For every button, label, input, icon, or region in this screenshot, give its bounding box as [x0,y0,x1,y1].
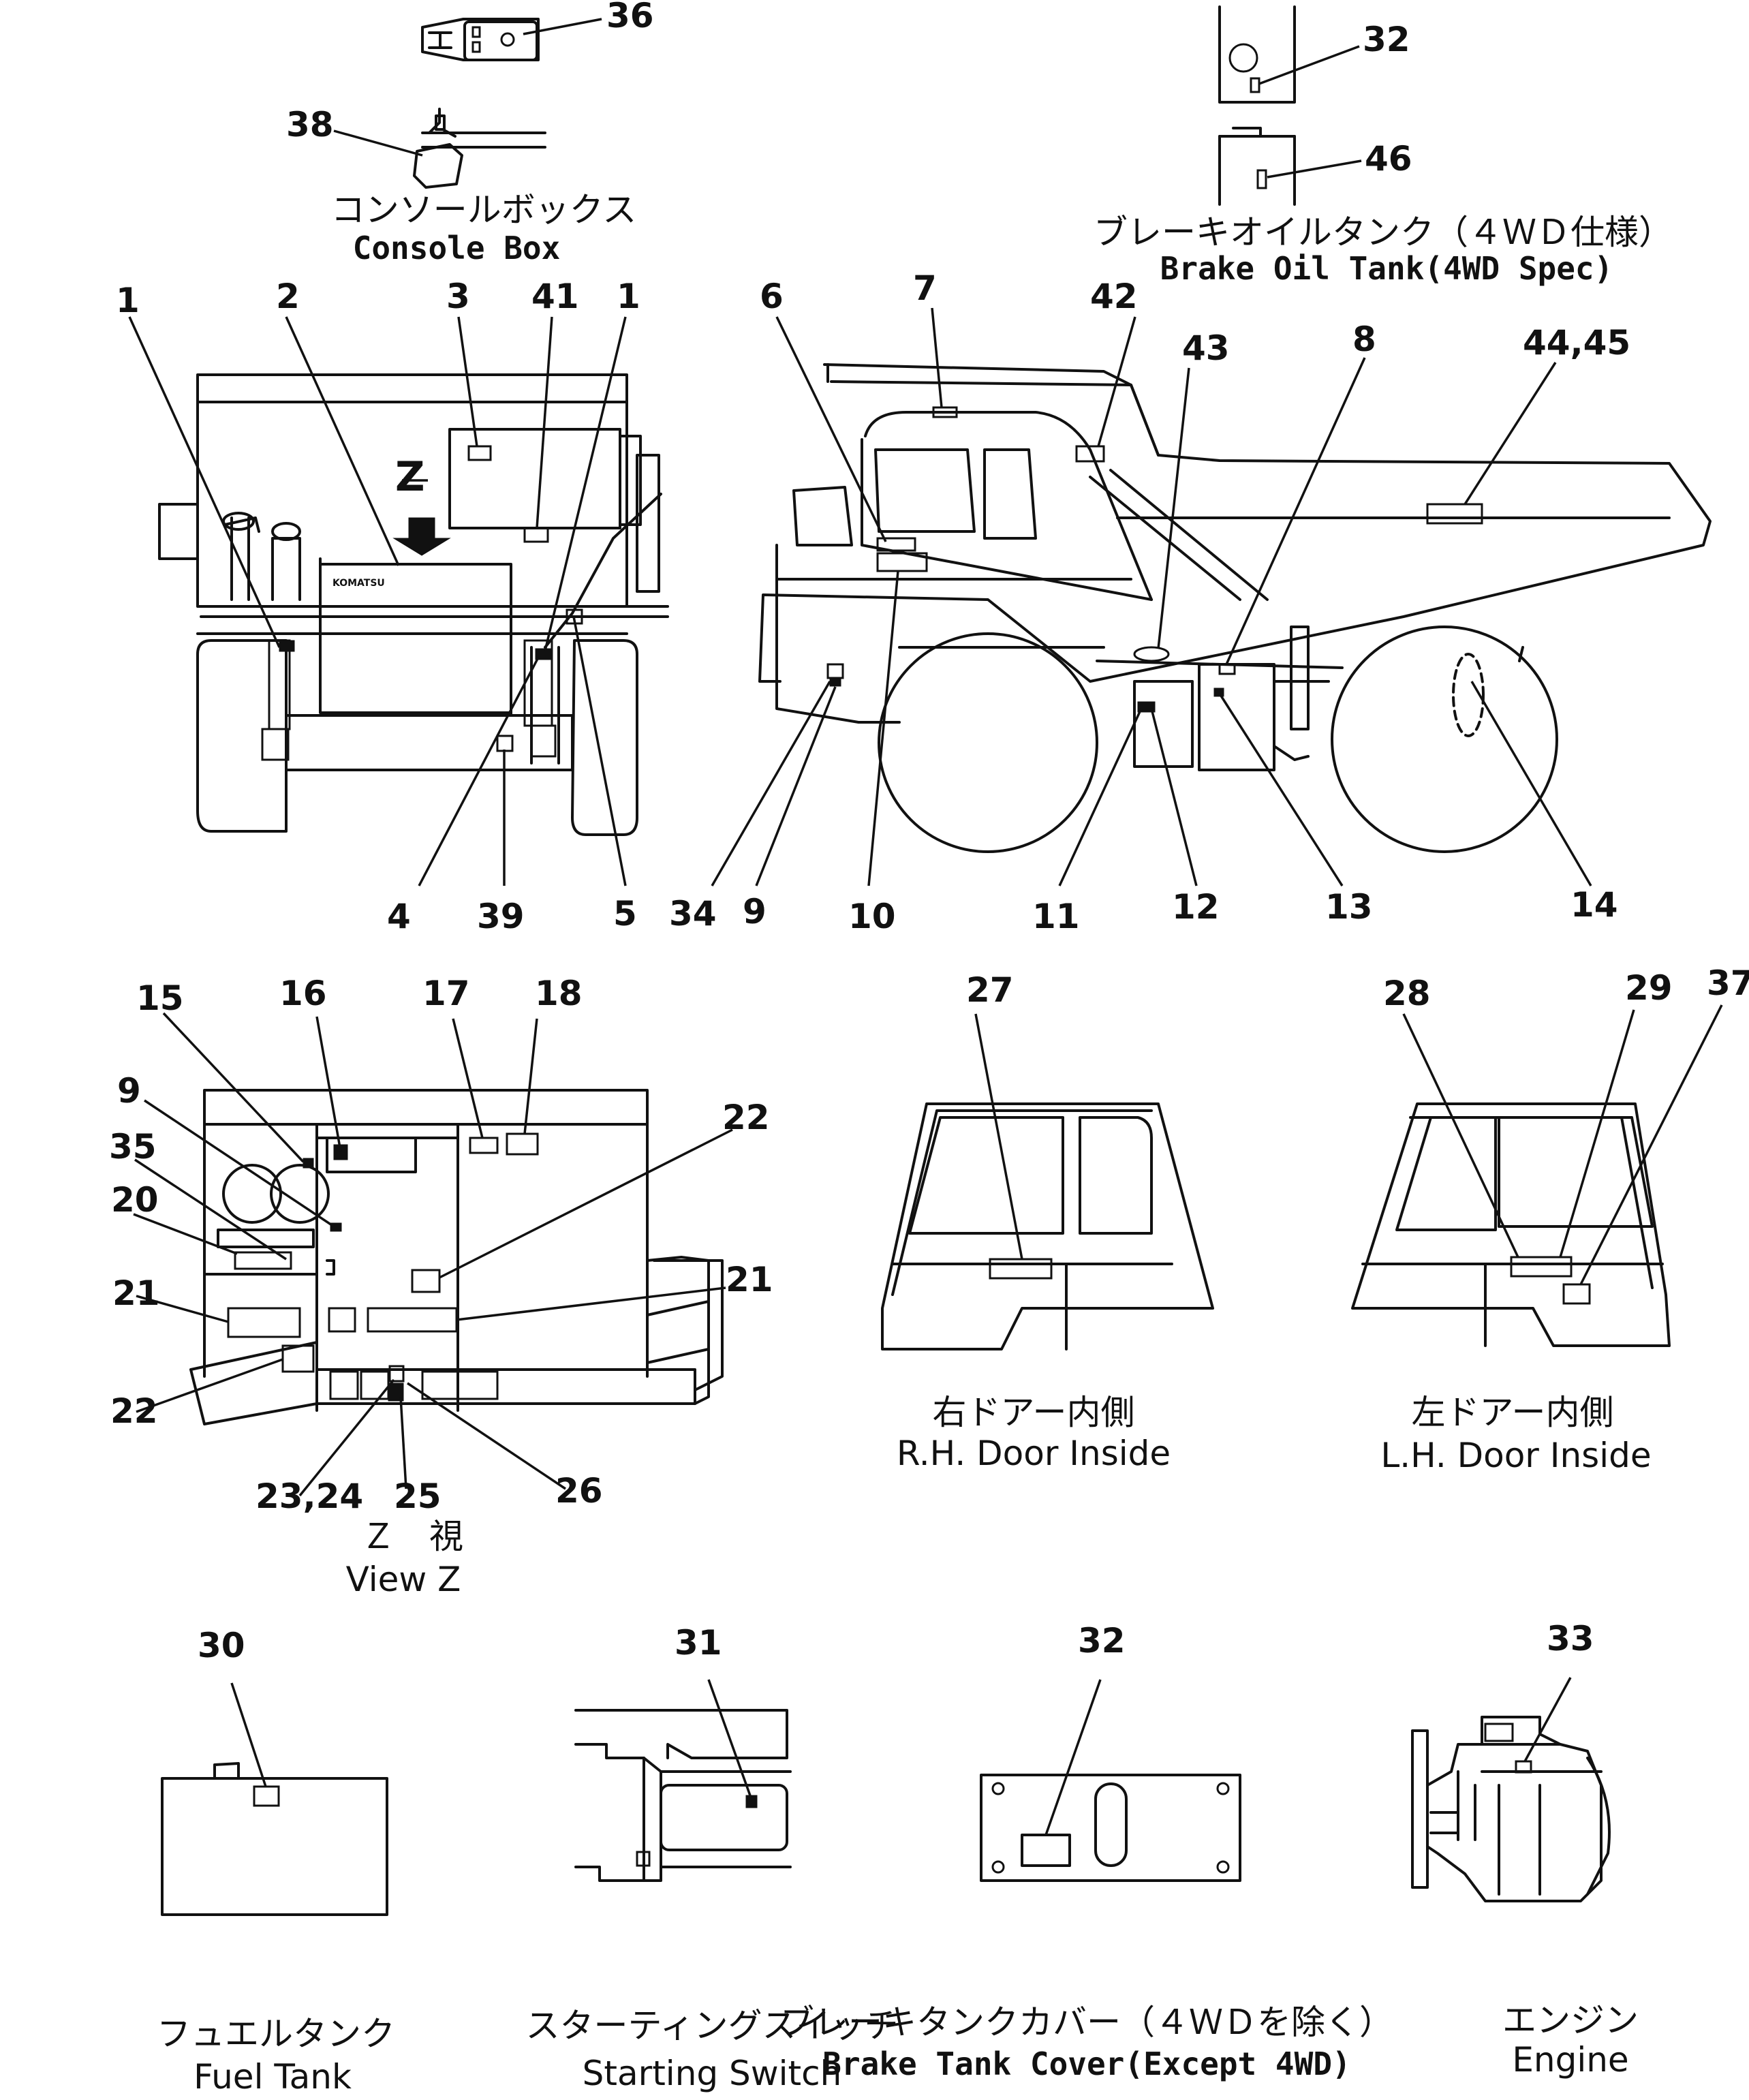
brake-oil-tank-detail [1218,5,1296,206]
callout-11: 11 [1032,897,1080,936]
callout-37: 37 [1707,963,1749,1003]
callout-30: 30 [198,1626,245,1665]
starting-switch-caption-jp: スターティングスイッチ [526,2006,899,2045]
komatsu-plate-text: KOMATSU [332,578,385,589]
callout-15: 15 [136,978,184,1018]
engine-detail [1411,1716,1611,1902]
callout-43: 43 [1182,328,1230,368]
callout-26: 26 [555,1471,603,1511]
callout-36: 36 [606,0,654,35]
callout-21-right: 21 [726,1260,773,1299]
callout-31: 31 [675,1623,722,1663]
callout-21-left: 21 [112,1273,160,1313]
callout-28: 28 [1383,974,1431,1013]
engine-caption-jp: エンジン [1502,2001,1639,2040]
brake-tank-cover-caption-jp: ブレーキタンクカバー（４ＷＤを除く） [780,2003,1393,2042]
starting-switch-caption-en: Starting Switch [583,2054,842,2093]
callout-44-45: 44,45 [1523,323,1630,362]
truck-front-view [158,373,669,836]
callout-27: 27 [966,970,1014,1010]
truck-side-view [758,363,1712,853]
callout-8: 8 [1352,320,1376,359]
brake-tank-cover-caption-en: Brake Tank Cover(Except 4WD) [822,2045,1350,2082]
callout-20: 20 [111,1180,159,1220]
callout-13: 13 [1325,887,1373,927]
callout-22-upper: 22 [722,1098,770,1137]
callout-12: 12 [1172,887,1220,927]
callout-41: 41 [531,277,579,316]
console-box-detail [413,18,546,189]
brake-oil-tank-caption-en: Brake Oil Tank(4WD Spec) [1160,250,1613,287]
callout-39: 39 [477,897,525,936]
lh-door-caption-jp: 左ドアー内側 [1412,1393,1614,1432]
callout-23-24: 23,24 [256,1477,363,1516]
lh-door-detail [1351,1102,1671,1347]
console-box-caption-en: Console Box [353,230,561,266]
callout-10: 10 [848,897,896,936]
rh-door-detail [881,1102,1214,1350]
lh-door-caption-en: L.H. Door Inside [1380,1436,1651,1475]
callout-33: 33 [1547,1619,1594,1658]
rh-door-caption-jp: 右ドアー内側 [933,1393,1135,1432]
brake-tank-cover-detail [980,1774,1241,1882]
callout-4: 4 [387,897,411,936]
callout-18: 18 [535,974,583,1013]
view-z-detail [189,1089,724,1425]
callout-1-left: 1 [116,281,140,320]
view-z-marker: Z [395,453,425,501]
callout-22-lower: 22 [110,1391,158,1431]
rh-door-caption-en: R.H. Door Inside [897,1434,1171,1473]
callout-34: 34 [669,894,717,933]
callout-16: 16 [279,974,327,1013]
starting-switch-detail [574,1709,792,1882]
callout-35: 35 [109,1127,157,1167]
callout-17: 17 [422,974,470,1013]
callout-5: 5 [613,894,637,933]
console-box-caption-jp: コンソールボックス [331,190,637,230]
callout-2: 2 [276,277,300,316]
brake-oil-tank-caption-jp: ブレーキオイルタンク（４ＷＤ仕様） [1094,213,1673,252]
fuel-tank-caption-jp: フュエルタンク [157,2014,395,2054]
callout-9-view-z: 9 [117,1071,141,1111]
callout-7: 7 [913,268,937,308]
view-z-caption-jp: Ｚ 視 [361,1517,463,1556]
callout-1-right: 1 [617,277,640,316]
fuel-tank-detail [161,1762,388,1916]
callout-32-brake-tank-cover: 32 [1078,1621,1126,1661]
callout-3: 3 [446,277,470,316]
callout-25: 25 [394,1477,442,1516]
callout-6: 6 [760,277,784,316]
callout-9-side: 9 [743,892,767,931]
callout-29: 29 [1625,968,1673,1008]
fuel-tank-caption-en: Fuel Tank [194,2057,352,2097]
callout-46: 46 [1365,139,1412,179]
callout-32-brake-oil-tank: 32 [1363,20,1410,59]
callout-42: 42 [1090,277,1138,316]
callout-38: 38 [286,105,334,144]
engine-caption-en: Engine [1512,2040,1628,2080]
view-z-caption-en: View Z [346,1560,461,1599]
callout-14: 14 [1570,885,1618,925]
